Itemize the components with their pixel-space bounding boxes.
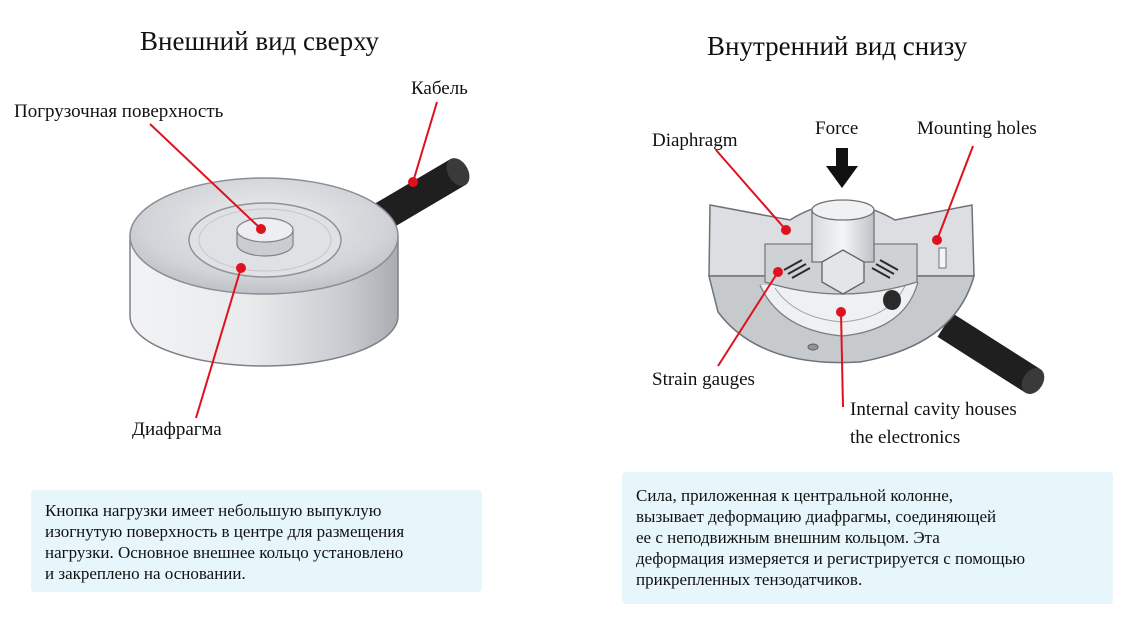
label-loading-surface: Погрузочная поверхность xyxy=(14,101,224,122)
right-note-line: вызывает деформацию диафрагмы, соединяющ… xyxy=(636,507,997,526)
force-arrow xyxy=(826,148,858,188)
label-internal-cavity-2: the electronics xyxy=(850,427,961,448)
right-note-line: Сила, приложенная к центральной колонне, xyxy=(636,486,954,505)
right-hex-nut xyxy=(821,249,865,295)
right-cable xyxy=(937,313,1045,395)
label-internal-cavity-1: Internal cavity houses xyxy=(850,399,1017,420)
left-cable xyxy=(372,158,470,231)
right-strain-gauge-left xyxy=(783,259,811,279)
right-note-line: прикрепленных тензодатчиков. xyxy=(636,570,863,589)
left-note-line: и закреплено на основании. xyxy=(45,564,246,583)
right-note: Сила, приложенная к центральной колонне,… xyxy=(622,472,1113,604)
label-force: Force xyxy=(815,118,859,139)
right-note-line: ее с неподвижным внешним кольцом. Эта xyxy=(636,528,940,547)
right-strain-gauge-right xyxy=(871,259,899,279)
label-left-diaphragm: Диафрагма xyxy=(132,419,222,440)
right-note-line: деформация измеряется и регистрируется с… xyxy=(636,549,1026,568)
left-note-line: Кнопка нагрузки имеет небольшую выпуклую xyxy=(45,501,382,520)
left-note-line: изогнутую поверхность в центре для разме… xyxy=(45,522,405,541)
right-mounting-hole xyxy=(938,247,947,269)
right-title: Внутренний вид снизу xyxy=(707,31,968,61)
label-mounting-holes: Mounting holes xyxy=(917,118,1037,139)
right-leaders xyxy=(715,145,974,408)
left-load-cell xyxy=(129,158,470,367)
left-note-line: нагрузки. Основное внешнее кольцо устано… xyxy=(45,543,404,562)
label-strain-gauges: Strain gauges xyxy=(652,369,755,390)
left-leaders xyxy=(149,101,438,419)
right-cable-gland xyxy=(883,290,901,310)
left-title: Внешний вид сверху xyxy=(140,26,380,56)
right-load-cell xyxy=(708,148,1045,395)
left-note: Кнопка нагрузки имеет небольшую выпуклую… xyxy=(31,490,482,592)
label-right-diaphragm: Diaphragm xyxy=(652,130,738,151)
label-cable: Кабель xyxy=(411,78,468,99)
